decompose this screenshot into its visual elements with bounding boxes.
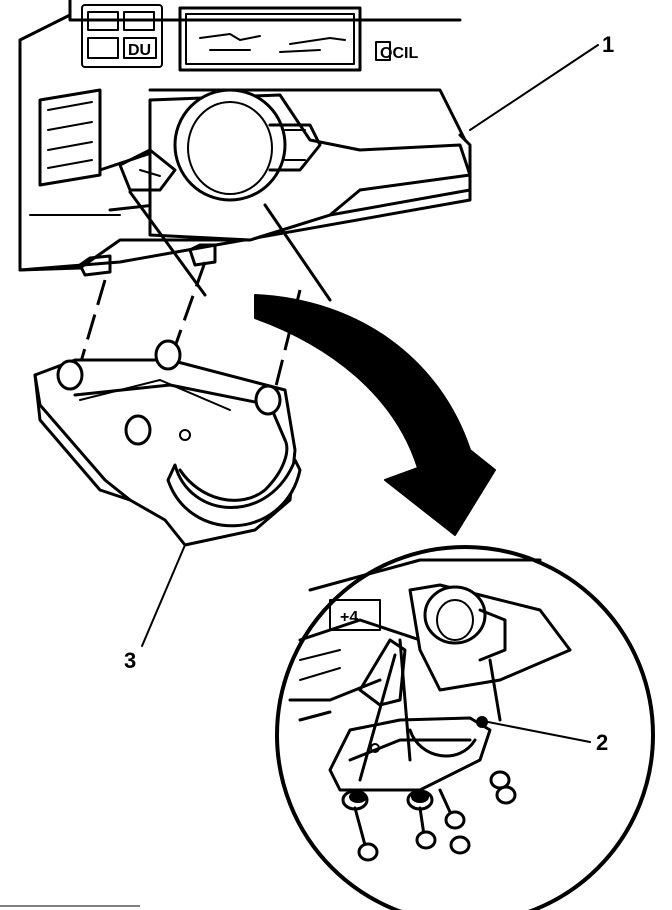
steering-column-upper-cover [118,88,472,242]
callouts: 1 2 3 [124,32,614,755]
leader-3 [141,544,186,647]
button-label-du: DU [128,42,151,59]
callout-3: 3 [124,648,136,673]
screw [489,770,517,805]
inset-button-label: +4 [340,609,358,626]
callout-2: 2 [596,730,608,755]
leader-2 [487,721,591,743]
detail-inset: +4 [275,545,655,910]
ignition-ring [173,88,287,202]
removal-direction-arrow [254,294,496,536]
instrument-panel: DU OCIL [18,0,472,277]
screw [438,788,471,855]
callout-1: 1 [602,32,614,57]
mounting-bosses [56,339,282,446]
column-tab [118,148,177,192]
control-buttons: DU [81,4,163,68]
air-vent [38,88,102,187]
leader-1 [469,44,599,131]
screws [341,716,517,862]
display-screen [178,6,362,72]
steering-column-lower-cover [33,339,302,547]
column-opening [166,458,302,528]
